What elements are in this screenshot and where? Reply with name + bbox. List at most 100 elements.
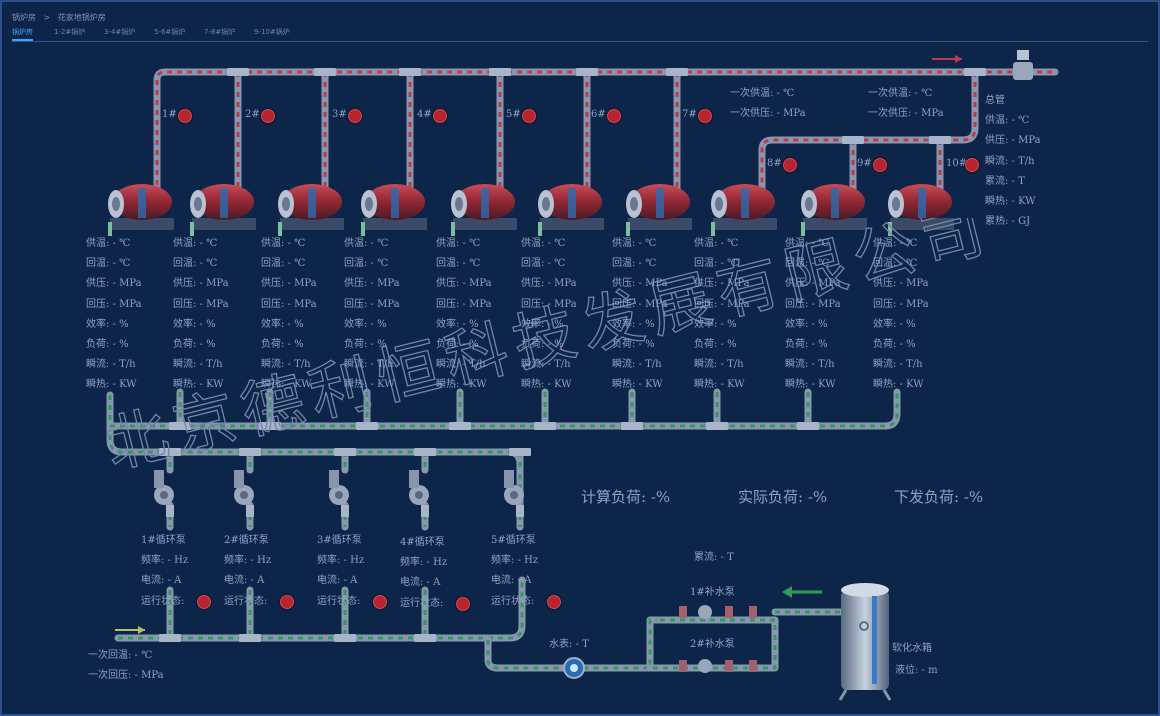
- boiler-label-9: 9#: [857, 158, 872, 169]
- boiler-efficiency: 效率: - %: [873, 318, 916, 330]
- boiler-return-press: 回压: - MPa: [785, 298, 841, 310]
- water-meter-dial: [570, 664, 578, 672]
- boiler-panel: [918, 188, 926, 218]
- boiler-panel: [220, 188, 228, 218]
- boiler-leg: [626, 222, 630, 236]
- tab-boiler-1-2[interactable]: 1-2#锅炉: [54, 28, 86, 36]
- pump-impeller: [510, 491, 518, 499]
- tab-boiler-room[interactable]: 锅炉房: [12, 28, 33, 41]
- circulation-pump-2: [234, 470, 254, 517]
- boiler-leg: [888, 222, 892, 236]
- pump-name: 4#循环泵: [400, 537, 445, 548]
- boiler-efficiency: 效率: - %: [785, 318, 828, 330]
- actual-load: 实际负荷: -%: [738, 488, 828, 506]
- boiler-efficiency: 效率: - %: [612, 318, 655, 330]
- boiler-heat: 瞬热: - KW: [873, 379, 924, 391]
- tab-boiler-7-8[interactable]: 7-8#锅炉: [204, 28, 236, 36]
- boiler-base: [110, 218, 174, 230]
- boiler-base: [890, 218, 954, 230]
- tab-boiler-3-4[interactable]: 3-4#锅炉: [104, 28, 136, 36]
- tank-level-gauge: [872, 596, 877, 684]
- pump-status: 运行状态:: [400, 597, 444, 609]
- boiler-10: [888, 184, 954, 236]
- makeup-valve: [749, 606, 757, 618]
- pump-name: 1#循环泵: [141, 535, 186, 546]
- tab-boiler-9-10[interactable]: 9-10#锅炉: [254, 28, 290, 36]
- boiler-supply-press: 供压: - MPa: [86, 278, 142, 290]
- boiler-return-temp: 回温: - ℃: [694, 258, 739, 270]
- boiler-supply-temp: 供温: - ℃: [612, 238, 657, 249]
- boiler-supply-temp: 供温: - ℃: [261, 238, 306, 249]
- boiler-base: [363, 218, 427, 230]
- boiler-load: 负荷: - %: [436, 338, 479, 350]
- pump-current: 电流: - A: [491, 575, 532, 587]
- primary-return-temp: 一次回温: - ℃: [88, 650, 153, 661]
- main-pipe-total-flow: 累流: - T: [985, 175, 1025, 187]
- boiler-return-temp: 回温: - ℃: [344, 258, 389, 270]
- pump-info-4: 4#循环泵频率: - Hz 电流: - A 运行状态:: [400, 537, 447, 618]
- boiler-return-header-flow: [110, 392, 899, 428]
- boiler-door-center: [112, 197, 120, 211]
- tab-boiler-5-6[interactable]: 5-6#锅炉: [154, 28, 186, 36]
- makeup-valve: [725, 606, 733, 618]
- boiler-return-temp: 回温: - ℃: [521, 258, 566, 270]
- misc-equipment: [563, 583, 892, 701]
- supply-direction-arrowhead: [955, 55, 962, 63]
- boiler-label-5: 5#: [506, 109, 521, 120]
- pump-impeller: [240, 491, 248, 499]
- pipe-fitting: [509, 448, 531, 456]
- boiler-efficiency: 效率: - %: [694, 318, 737, 330]
- primary-return-press: 一次回压: - MPa: [88, 670, 164, 681]
- boiler-heat: 瞬热: - KW: [694, 379, 745, 391]
- boiler-panel: [831, 188, 839, 218]
- pump-current: 电流: - A: [400, 577, 441, 589]
- boiler-supply-press: 供压: - MPa: [521, 278, 577, 290]
- boiler-flow: 瞬流: - T/h: [436, 359, 486, 371]
- pump-motor: [504, 470, 514, 488]
- pipe-fitting: [449, 422, 471, 430]
- boiler-base: [713, 218, 777, 230]
- boiler-efficiency: 效率: - %: [173, 318, 216, 330]
- boiler-flow: 瞬流: - T/h: [694, 359, 744, 371]
- boiler-leg: [278, 222, 282, 236]
- boiler-leg: [711, 222, 715, 236]
- boiler-heat: 瞬热: - KW: [86, 379, 137, 391]
- pipe-fitting: [414, 448, 436, 456]
- boiler-base: [280, 218, 344, 230]
- boiler-8: [711, 184, 777, 236]
- boiler-heat: 瞬热: - KW: [261, 379, 312, 391]
- makeup-valve: [749, 660, 757, 672]
- pipe-fitting: [356, 422, 378, 430]
- pipe-fitting: [314, 68, 336, 76]
- main-flow-meter-head: [1017, 50, 1029, 60]
- pump-freq: 频率: - Hz: [400, 557, 448, 569]
- pipe-fitting: [621, 422, 643, 430]
- makeup-line-flow: [486, 618, 660, 670]
- pump-outlet-flange: [421, 505, 429, 517]
- makeup-pump-1: [698, 605, 712, 619]
- pipe-fitting: [706, 422, 728, 430]
- boiler-leg: [361, 222, 365, 236]
- boiler-label-6: 6#: [591, 109, 606, 120]
- boiler-status-dot-10: [965, 158, 979, 172]
- boiler-base: [628, 218, 692, 230]
- pump-impeller: [335, 491, 343, 499]
- pump-current: 电流: - A: [141, 575, 182, 587]
- boiler-return-press: 回压: - MPa: [436, 298, 492, 310]
- pump-status: 运行状态:: [317, 595, 361, 607]
- pump-name: 2#循环泵: [224, 535, 269, 546]
- boiler-leg: [108, 222, 112, 236]
- breadcrumb-root[interactable]: 锅炉房: [12, 13, 36, 22]
- pipe-fitting: [666, 68, 688, 76]
- boiler-door-center: [365, 197, 373, 211]
- boiler-return-temp: 回温: - ℃: [173, 258, 218, 270]
- boiler-2: [190, 184, 256, 236]
